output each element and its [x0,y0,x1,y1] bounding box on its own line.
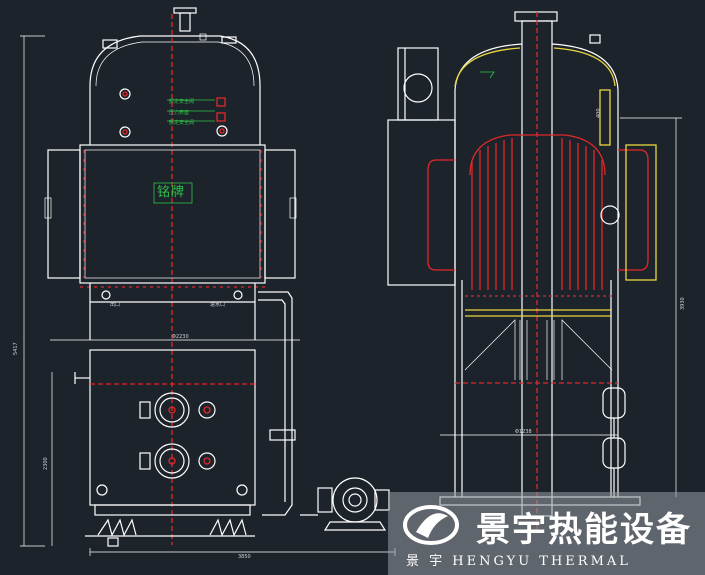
dim-front-width: 3850 [238,554,251,560]
label-front-left: 出口 [110,301,120,308]
dim-front-height: 5417 [13,342,19,355]
side-section-view: Φ1238 400 3930 [387,11,686,530]
callout-safety-valve-2: 额定安全阀 [169,119,194,126]
dim-front-lower: 2300 [43,457,49,470]
callout-safety-valve-1: 额定安全阀 [169,98,194,105]
watermark-logo: 景宇热能设备 景 宇 HENGYU THERMAL [388,492,705,575]
dim-front-diameter: Φ2230 [172,334,189,340]
dim-side-small: 400 [596,108,602,118]
company-name-en: 景 宇 HENGYU THERMAL [406,554,631,569]
dim-side-height: 3930 [680,297,686,310]
company-logo-icon [403,505,459,545]
dim-side-diameter: Φ1238 [515,429,532,435]
company-name-cn: 景宇热能设备 [476,510,692,550]
front-view: 额定安全阀 压力表座 额定安全阀 Φ2230 出口 进水口 [13,7,396,560]
nameplate-label: 铭牌 [157,185,186,200]
label-front-right: 进水口 [210,301,225,308]
callout-pressure-gauge: 压力表座 [169,109,189,116]
